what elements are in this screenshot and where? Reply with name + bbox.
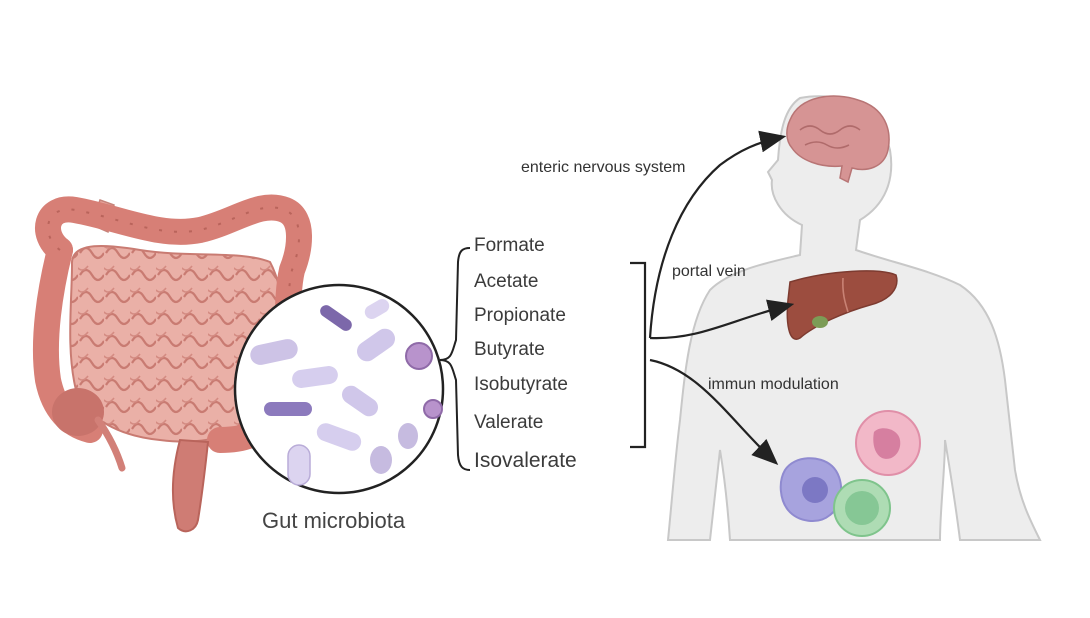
human-body	[666, 95, 1042, 541]
scfa-isovalerate: Isovalerate	[474, 449, 577, 472]
scfa-valerate: Valerate	[474, 412, 544, 433]
gut-microbiota-label: Gut microbiota	[262, 508, 406, 533]
arrow-to-immune	[649, 358, 779, 466]
scfa-acetate: Acetate	[474, 271, 539, 292]
scfa-butyrate: Butyrate	[474, 339, 545, 360]
arrow-to-brain	[648, 130, 787, 339]
scfa-bracket	[630, 261, 647, 449]
arrow-to-liver	[649, 299, 795, 340]
immune-modulation-label: immun modulation	[708, 376, 839, 393]
portal-vein-label: portal vein	[672, 263, 746, 280]
scfa-formate: Formate	[474, 235, 545, 256]
microbe-magnifier	[233, 247, 471, 495]
brain-icon	[786, 95, 890, 184]
liver-icon	[786, 270, 898, 340]
enteric-nervous-system-label: enteric nervous system	[521, 159, 686, 176]
scfa-isobutyrate: Isobutyrate	[474, 374, 568, 395]
scfa-propionate: Propionate	[474, 305, 566, 326]
immune-cells-icon	[779, 410, 921, 537]
